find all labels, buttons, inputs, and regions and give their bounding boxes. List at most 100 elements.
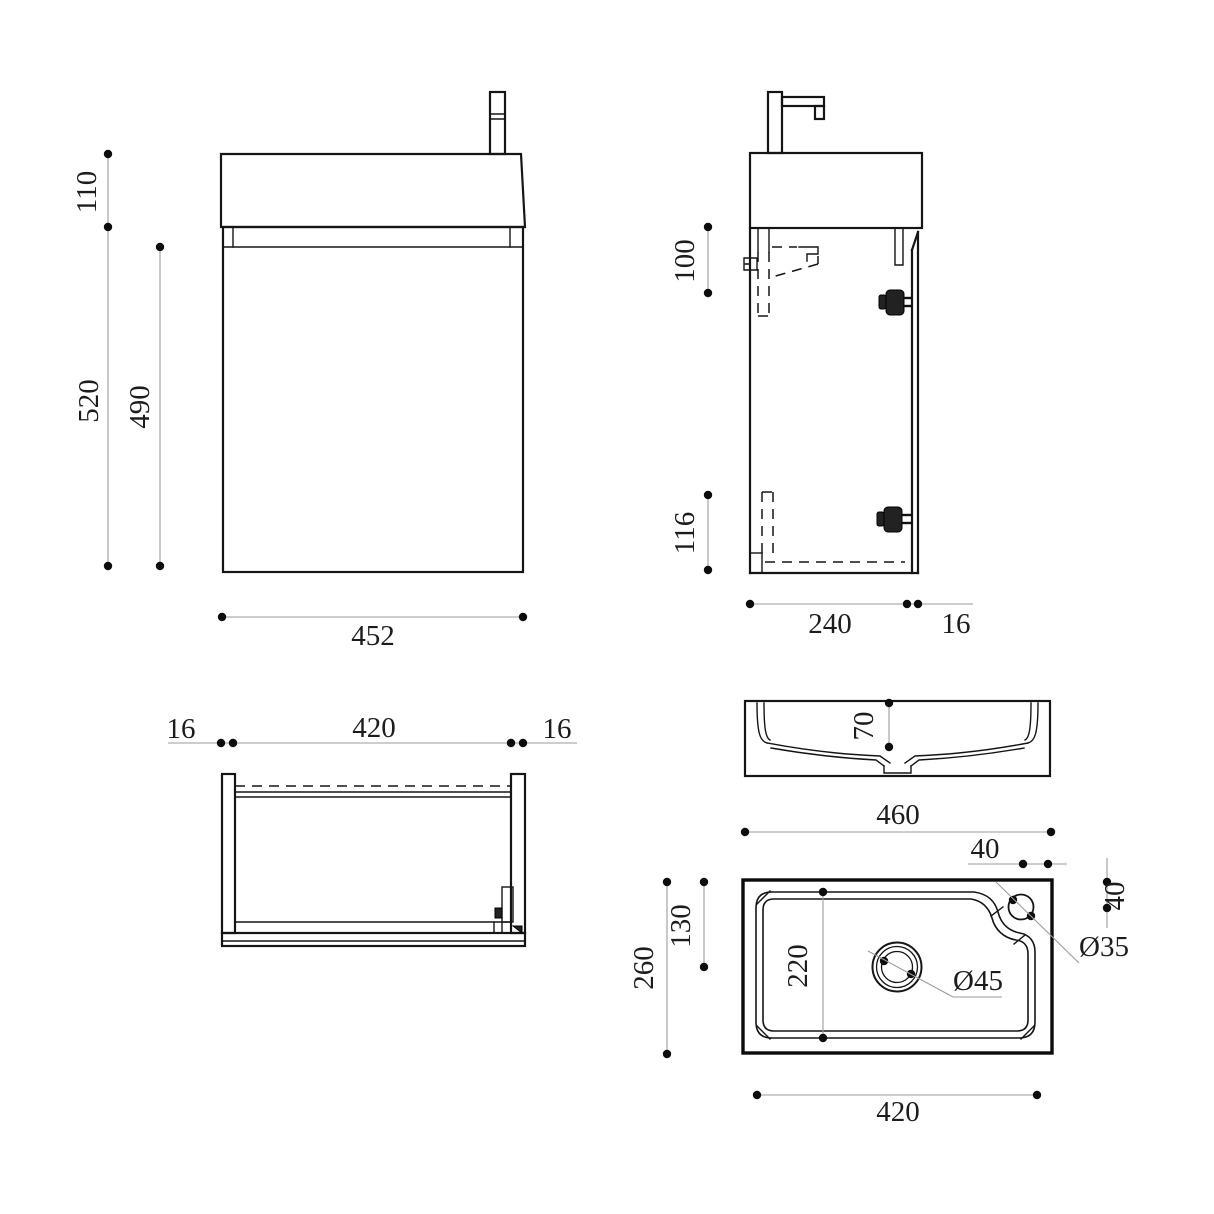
leader-tap-hole	[995, 881, 1080, 964]
faucet-spout-tip	[813, 104, 826, 121]
dim-dot	[699, 962, 709, 972]
drain-inner-circle	[880, 950, 914, 984]
bowl-rim-outer	[755, 891, 1036, 1039]
dim-dot	[884, 698, 894, 708]
door-side	[910, 230, 920, 575]
dim-dot	[662, 877, 672, 887]
basin-plan-outline	[741, 878, 1054, 1055]
siphon-hidden-line	[771, 263, 819, 278]
tap-hole	[1007, 893, 1035, 921]
hinge-arm	[501, 886, 514, 923]
basin-front-outline	[219, 152, 527, 229]
dim-label-bowl-depth: 70	[848, 712, 880, 741]
basin-section-outline	[743, 699, 1052, 778]
dim-dot	[228, 738, 238, 748]
dim-label-inner-width: 420	[352, 712, 396, 744]
basin-section-view: 70 460	[740, 698, 1056, 837]
dim-dot	[518, 738, 528, 748]
hinge-plan	[493, 886, 523, 935]
basin-side-outline	[748, 151, 924, 230]
dim-dot	[216, 738, 226, 748]
hinge-top	[878, 289, 912, 316]
dim-dot	[703, 490, 713, 500]
dim-dot	[913, 599, 923, 609]
dim-label-tap-offset-top: 40	[971, 833, 1000, 865]
dim-label-depth: 240	[808, 608, 852, 640]
rim-tick	[756, 1025, 771, 1040]
dim-dot	[1102, 877, 1112, 887]
hinge-nub	[878, 294, 887, 310]
dim-dot	[155, 242, 165, 252]
dim-label-basin-height: 110	[71, 171, 103, 213]
dim-label-door-thickness: 16	[942, 608, 971, 640]
front-mount-slot	[894, 227, 904, 266]
bowl-wall-right-inner	[1024, 702, 1032, 741]
rim-tick	[990, 906, 1004, 917]
side-panel-left	[220, 772, 237, 935]
hinge-base-wedge	[511, 925, 523, 935]
dim-dot	[518, 612, 528, 622]
siphon-hook	[798, 246, 819, 262]
dim-dot	[740, 827, 750, 837]
dim-label-basin-outer-width: 460	[876, 799, 920, 831]
dim-dot	[217, 612, 227, 622]
leader-drain	[867, 950, 954, 998]
dim-label-drain-diameter: Ø45	[953, 965, 1003, 997]
faucet-body	[488, 90, 507, 156]
hinge-body	[885, 289, 905, 316]
bowl-floor-right	[904, 742, 1029, 764]
faucet-front	[488, 90, 507, 156]
dim-dot	[1043, 859, 1053, 869]
drain-mid-circle	[875, 945, 919, 989]
rim-tick	[1020, 1025, 1035, 1040]
dim-dot	[699, 877, 709, 887]
dim-label-tap-hole-diameter: Ø35	[1079, 931, 1129, 963]
dim-dot	[103, 561, 113, 571]
dim-dot	[1018, 859, 1028, 869]
dim-dot	[703, 222, 713, 232]
dim-label-outer-depth: 260	[628, 946, 660, 990]
dim-dot	[155, 561, 165, 571]
hinge-nub	[876, 511, 885, 527]
basin-plan-view: Ø35 Ø45 220 130 260 40 40	[628, 833, 1131, 1128]
dim-label-front-width: 452	[351, 620, 395, 652]
rim-tick	[1013, 934, 1026, 945]
bowl-wall-left	[756, 702, 768, 744]
dim-label-cabinet-height: 490	[124, 385, 156, 429]
hinge-body	[883, 506, 903, 533]
dim-label-wall-left: 16	[167, 713, 196, 745]
side-section-view: 100 116 240 16	[669, 90, 973, 640]
dim-dot	[884, 742, 894, 752]
dim-dot	[1032, 1090, 1042, 1100]
hinge-clip	[494, 907, 503, 919]
faucet-spout	[780, 95, 826, 108]
bowl-floor-left	[766, 742, 891, 764]
dim-label-bottom-offset: 116	[669, 512, 701, 554]
siphon-hidden	[771, 246, 819, 278]
faucet-side	[766, 90, 826, 155]
rim-tick	[756, 890, 771, 905]
wall-hook	[743, 257, 758, 271]
dim-label-inner-depth: 220	[782, 944, 814, 988]
dim-dot	[703, 288, 713, 298]
dim-dot	[506, 738, 516, 748]
dim-dot	[662, 1049, 672, 1059]
dim-label-drain-offset: 130	[665, 904, 697, 948]
hinge-bottom	[876, 506, 912, 533]
cabinet-front-outline	[221, 225, 525, 574]
bowl-floor-right-lower	[910, 747, 1025, 767]
dim-dot	[1008, 895, 1018, 905]
dim-label-total-height: 520	[73, 379, 105, 423]
dim-dot	[703, 565, 713, 575]
dim-label-wall-right: 16	[543, 713, 572, 745]
front-elevation-view: 110 520 490 452	[71, 90, 528, 652]
faucet-stem	[766, 90, 784, 155]
drain-recess	[883, 765, 912, 774]
dim-label-plan-inner-width: 420	[876, 1096, 920, 1128]
dim-dot	[745, 599, 755, 609]
dim-dot	[818, 1033, 828, 1043]
dim-dot	[902, 599, 912, 609]
cabinet-plan-view: 16 420 16	[167, 712, 577, 948]
bowl-wall-right	[1027, 702, 1039, 744]
